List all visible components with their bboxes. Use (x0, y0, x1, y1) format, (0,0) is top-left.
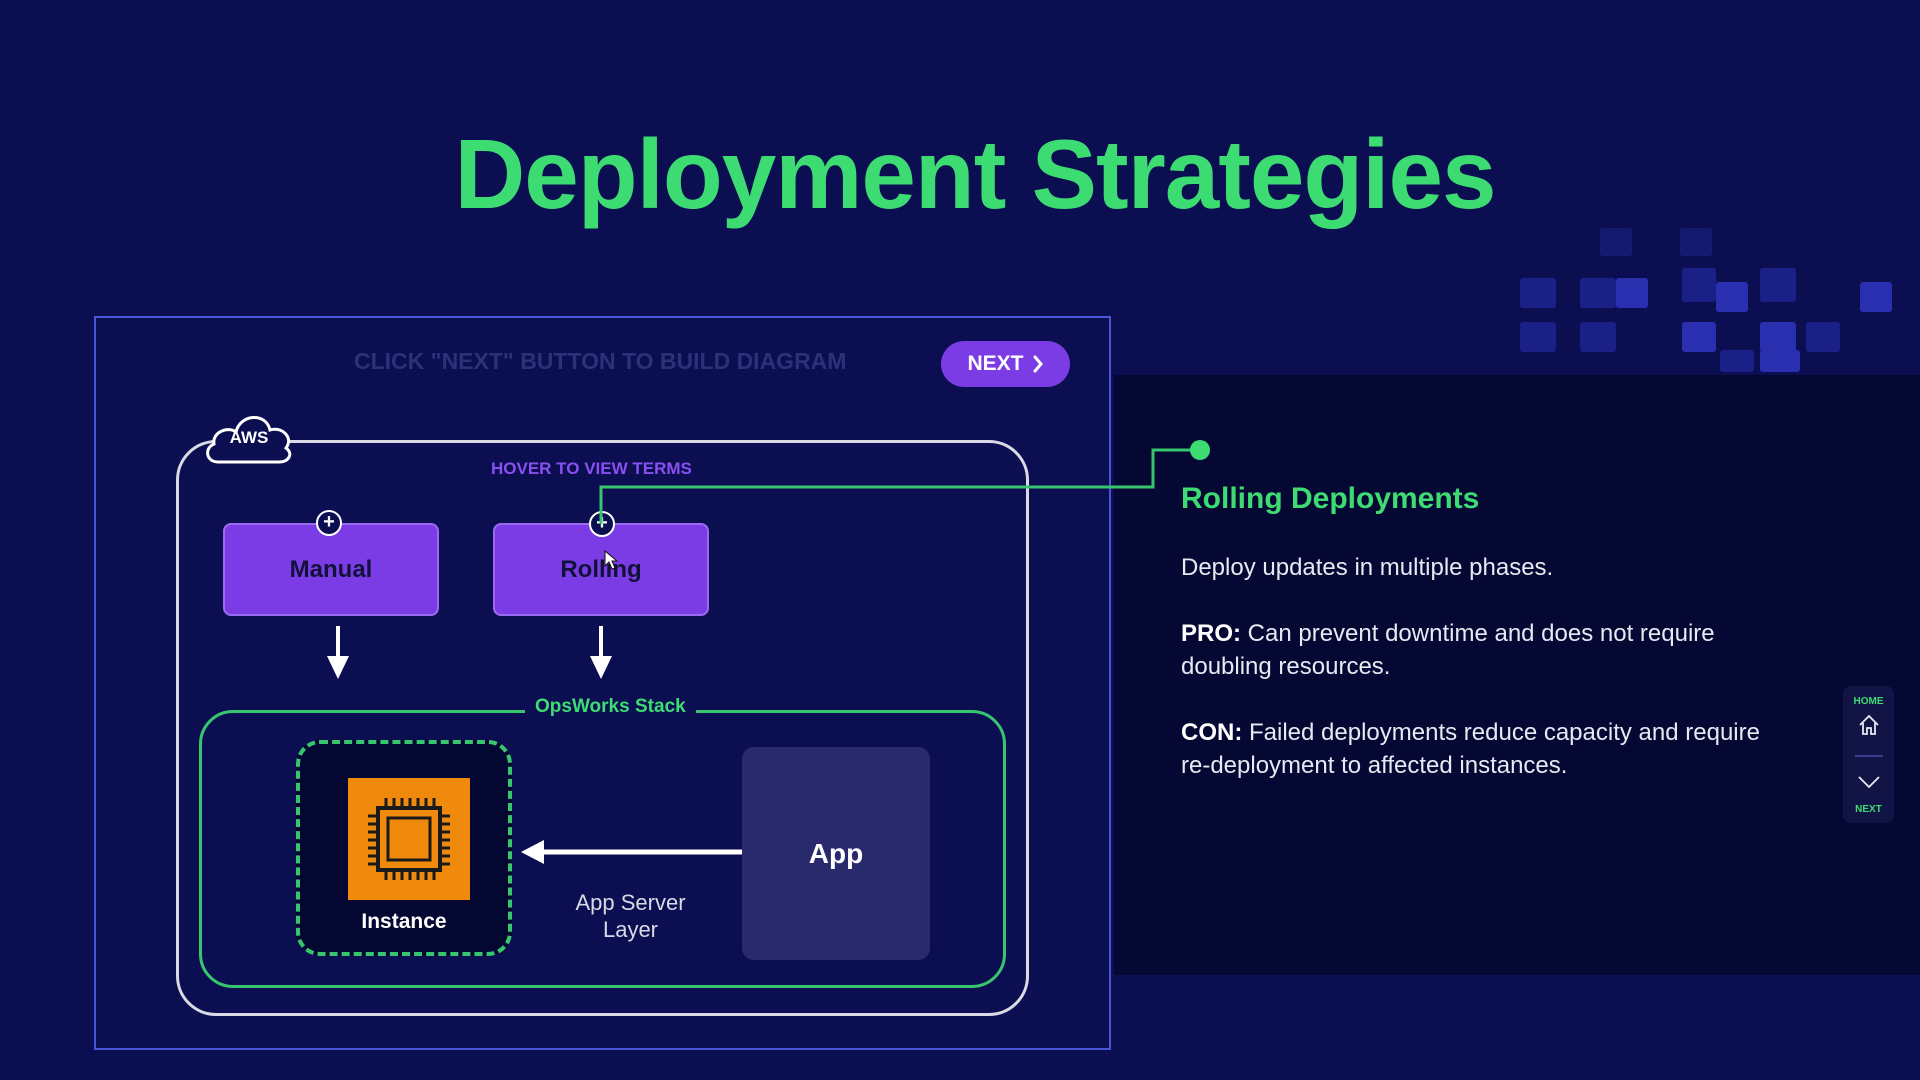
next-button[interactable]: NEXT (941, 341, 1070, 387)
pro-label: PRO: (1181, 620, 1241, 647)
app-server-layer-label: App Server Layer (575, 890, 686, 942)
next-nav-label[interactable]: NEXT (1855, 804, 1882, 815)
term-con: CON: Failed deployments reduce capacity … (1181, 716, 1781, 782)
manual-button-label: Manual (289, 555, 373, 583)
side-navigation (1843, 686, 1894, 823)
cloud-icon (206, 416, 292, 464)
chevron-right-icon (1033, 355, 1043, 373)
hover-hint: HOVER TO VIEW TERMS (491, 459, 692, 478)
manual-down-arrow (327, 626, 349, 679)
term-description: Deploy updates in multiple phases. (1181, 554, 1554, 581)
rolling-button[interactable]: Rolling (493, 523, 709, 616)
app-node: App (742, 747, 930, 960)
app-to-instance-arrow (521, 840, 742, 864)
pro-text: Can prevent downtime and does not requir… (1181, 620, 1715, 680)
nav-divider (1855, 755, 1883, 757)
instance-tile (348, 778, 470, 900)
page-title: Deployment Strategies (454, 119, 1497, 229)
rolling-connector-line (599, 440, 1210, 524)
opsworks-stack-label: OpsWorks Stack (525, 696, 696, 718)
instance-label: Instance (361, 910, 447, 933)
cursor-icon (604, 549, 619, 570)
next-button-label: NEXT (967, 352, 1024, 375)
app-label: App (808, 837, 864, 869)
rolling-down-arrow (590, 626, 612, 679)
expand-manual-icon[interactable]: + (316, 510, 342, 536)
diagram-instruction: CLICK "NEXT" BUTTON TO BUILD DIAGRAM (354, 348, 847, 374)
term-title: Rolling Deployments (1181, 482, 1480, 515)
term-pro: PRO: Can prevent downtime and does not r… (1181, 617, 1781, 683)
chevron-down-icon[interactable] (1857, 775, 1881, 789)
aws-label: AWS (229, 428, 269, 447)
con-label: CON: (1181, 719, 1243, 746)
home-icon[interactable] (1857, 713, 1881, 737)
home-label: HOME (1853, 696, 1884, 707)
term-detail-panel (1114, 375, 1920, 975)
processor-chip-icon (368, 798, 450, 880)
con-text: Failed deployments reduce capacity and r… (1181, 719, 1760, 779)
aws-cloud-boundary (176, 440, 1029, 1016)
rolling-button-label: Rolling (560, 555, 642, 583)
